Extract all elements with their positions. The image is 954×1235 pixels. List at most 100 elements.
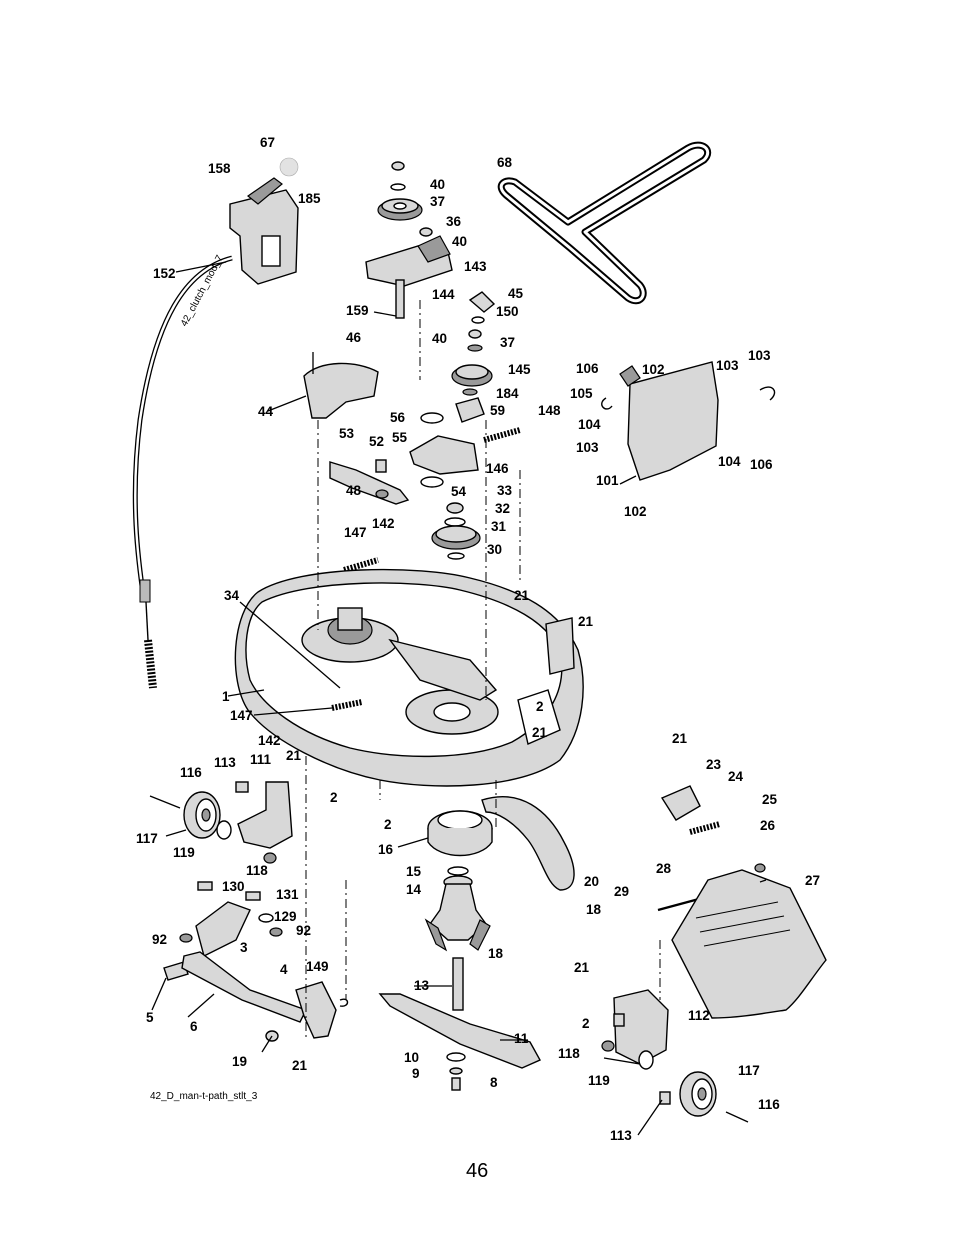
callout-37b: 37 (500, 335, 515, 350)
callout-40c: 40 (432, 331, 447, 346)
callout-4: 4 (280, 962, 288, 977)
callout-104: 104 (578, 417, 601, 432)
callout-18: 18 (586, 902, 602, 917)
height-adjust-plate (179, 881, 283, 958)
callout-143: 143 (464, 259, 487, 274)
callout-44: 44 (258, 404, 274, 419)
callout-103: 103 (576, 440, 599, 455)
callout-113b: 113 (610, 1128, 632, 1143)
callout-53: 53 (339, 426, 355, 441)
spindle (424, 866, 491, 952)
callout-48: 48 (346, 483, 362, 498)
callout-150: 150 (496, 304, 519, 319)
leader-lines (151, 261, 767, 1136)
callout-21g: 21 (574, 960, 590, 975)
callout-145: 145 (508, 362, 531, 377)
idler-arm (365, 235, 453, 319)
callout-21b: 21 (578, 614, 594, 629)
callout-106b: 106 (750, 457, 773, 472)
spring-148 (483, 427, 521, 443)
diagram-caption: 42_D_man-t-path_stlt_3 (150, 1091, 258, 1102)
callout-159: 159 (346, 303, 369, 318)
callout-28: 28 (656, 861, 672, 876)
callout-45: 45 (508, 286, 524, 301)
callout-59: 59 (490, 403, 505, 418)
callout-144: 144 (432, 287, 455, 302)
callout-16: 16 (378, 842, 394, 857)
callout-30: 30 (487, 542, 502, 557)
callout-27: 27 (805, 873, 820, 888)
callout-31: 31 (491, 519, 507, 534)
callout-105: 105 (570, 386, 593, 401)
callout-117: 117 (136, 831, 158, 846)
callout-112: 112 (688, 1008, 710, 1023)
callout-103b: 103 (716, 358, 739, 373)
callout-119b: 119 (588, 1073, 610, 1088)
callout-118: 118 (246, 863, 268, 878)
callout-9: 9 (412, 1066, 420, 1081)
callout-130: 130 (222, 879, 245, 894)
callout-2c: 2 (384, 817, 392, 832)
latch-assembly (660, 785, 766, 873)
callout-29: 29 (614, 884, 629, 899)
pulley-bracket (409, 412, 479, 488)
callout-55: 55 (392, 430, 408, 445)
bolt-19 (261, 1030, 279, 1053)
callout-21c: 21 (532, 725, 548, 740)
lever-bracket (229, 177, 299, 285)
callout-19: 19 (232, 1054, 247, 1069)
callout-labels: 67 158 185 152 68 40 37 36 40 143 144 15… (136, 135, 820, 1143)
callout-20: 20 (584, 874, 599, 889)
nut-118 (263, 852, 277, 864)
callout-2b: 2 (330, 790, 338, 805)
spring-147-lower (331, 699, 363, 711)
callout-185: 185 (298, 191, 321, 206)
idler-pulley-upper (377, 161, 433, 237)
callout-21d: 21 (286, 748, 302, 763)
callout-148: 148 (538, 403, 561, 418)
callout-21f: 21 (292, 1058, 308, 1073)
deflector-shield (601, 361, 776, 481)
callout-46: 46 (346, 330, 362, 345)
callout-24: 24 (728, 769, 744, 784)
callout-2d: 2 (582, 1016, 590, 1031)
callout-36: 36 (446, 214, 462, 229)
callout-26: 26 (760, 818, 776, 833)
callout-146: 146 (486, 461, 509, 476)
callout-117b: 117 (738, 1063, 760, 1078)
callout-23: 23 (706, 757, 722, 772)
callout-5: 5 (146, 1010, 154, 1025)
callout-40b: 40 (452, 234, 467, 249)
pivot-bracket (329, 459, 410, 505)
lift-bar (163, 951, 307, 1023)
callout-25: 25 (762, 792, 778, 807)
callout-118b: 118 (558, 1046, 580, 1061)
blade-belt (427, 810, 493, 857)
callout-33: 33 (497, 483, 513, 498)
callout-11: 11 (514, 1031, 529, 1046)
callout-119: 119 (173, 845, 195, 860)
callout-34: 34 (224, 588, 240, 603)
callout-149: 149 (306, 959, 329, 974)
idler-pulley-lower (451, 291, 496, 423)
spindle-shaft (452, 957, 464, 1011)
belt-guard (303, 352, 379, 419)
drive-belt (497, 141, 712, 305)
callout-106: 106 (576, 361, 599, 376)
callout-18b: 18 (488, 946, 504, 961)
callout-92b: 92 (296, 923, 311, 938)
callout-8: 8 (490, 1075, 498, 1090)
callout-158: 158 (208, 161, 231, 176)
callout-37: 37 (430, 194, 445, 209)
callout-15: 15 (406, 864, 422, 879)
callout-116: 116 (180, 765, 202, 780)
callout-147: 147 (344, 525, 367, 540)
callout-1: 1 (222, 689, 230, 704)
callout-111: 111 (250, 752, 272, 767)
callout-104b: 104 (718, 454, 741, 469)
callout-113: 113 (214, 755, 236, 770)
callout-54: 54 (451, 484, 467, 499)
gauge-wheel-left (149, 791, 221, 839)
callout-184: 184 (496, 386, 519, 401)
